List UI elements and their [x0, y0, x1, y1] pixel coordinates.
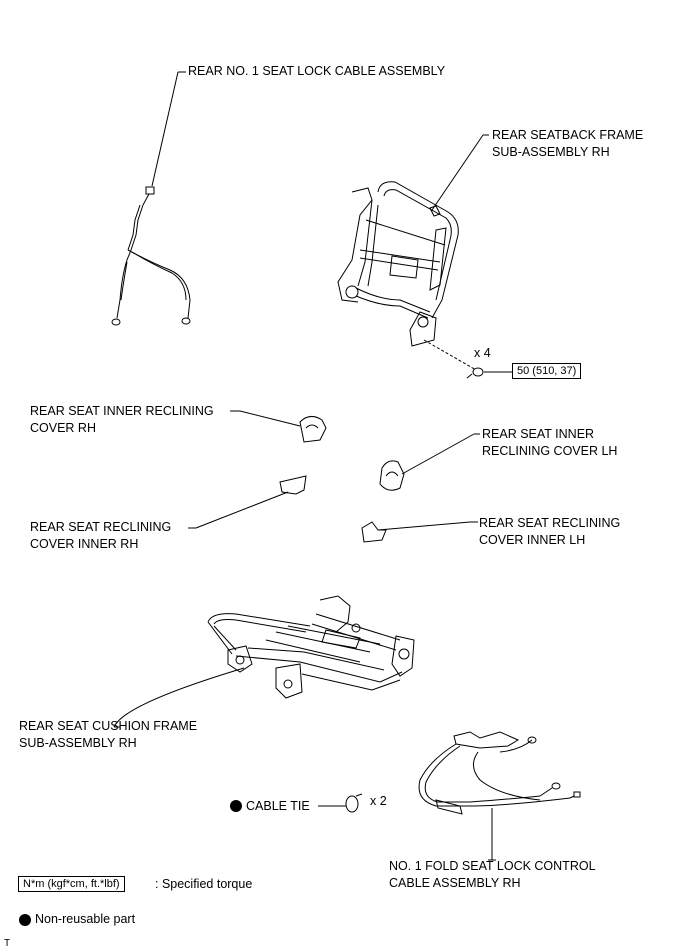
- legend-nonreusable-text: Non-reusable part: [35, 912, 136, 926]
- fold-cable-drawing: [418, 731, 581, 861]
- lock-cable-label: REAR NO. 1 SEAT LOCK CABLE ASSEMBLY: [188, 64, 446, 78]
- seatback-frame-label: REAR SEATBACK FRAME SUB-ASSEMBLY RH: [492, 128, 644, 159]
- cushion-frame-label: REAR SEAT CUSHION FRAME SUB-ASSEMBLY RH: [19, 719, 198, 750]
- cable-tie-label: CABLE TIE: [246, 799, 310, 813]
- cushion-frame-drawing: [207, 595, 415, 699]
- legend-nonreusable-marker: [19, 914, 31, 926]
- lock-cable-drawing: [111, 71, 191, 326]
- reclining-cover-inner-rh-drawing: [188, 475, 307, 529]
- legend-torque-text: : Specified torque: [155, 877, 253, 891]
- reclining-cover-inner-rh-label: REAR SEAT RECLINING COVER INNER RH: [30, 520, 172, 551]
- cushion-frame-leader: [113, 667, 245, 728]
- cable-tie-quantity: x 2: [370, 794, 387, 808]
- seatback-frame-drawing: [337, 134, 489, 347]
- torque-value-box: 50 (510, 37): [512, 363, 582, 379]
- legend-torque-box: N*m (kgf*cm, ft.*lbf): [18, 876, 125, 892]
- inner-reclining-cover-lh-drawing: [379, 433, 480, 491]
- reclining-cover-inner-lh-label: REAR SEAT RECLINING COVER INNER LH: [479, 516, 621, 547]
- bolt-drawing: [423, 339, 512, 379]
- inner-reclining-cover-lh-label: REAR SEAT INNER RECLINING COVER LH: [482, 427, 618, 458]
- fold-cable-label: NO. 1 FOLD SEAT LOCK CONTROL CABLE ASSEM…: [389, 859, 596, 890]
- cable-tie-drawing: [318, 793, 363, 813]
- non-reusable-marker: [230, 800, 242, 812]
- corner-mark: T: [4, 938, 11, 949]
- inner-reclining-cover-rh-label: REAR SEAT INNER RECLINING COVER RH: [30, 404, 214, 435]
- inner-reclining-cover-rh-drawing: [230, 410, 327, 443]
- bolt-quantity: x 4: [474, 346, 491, 360]
- reclining-cover-inner-lh-drawing: [361, 521, 478, 543]
